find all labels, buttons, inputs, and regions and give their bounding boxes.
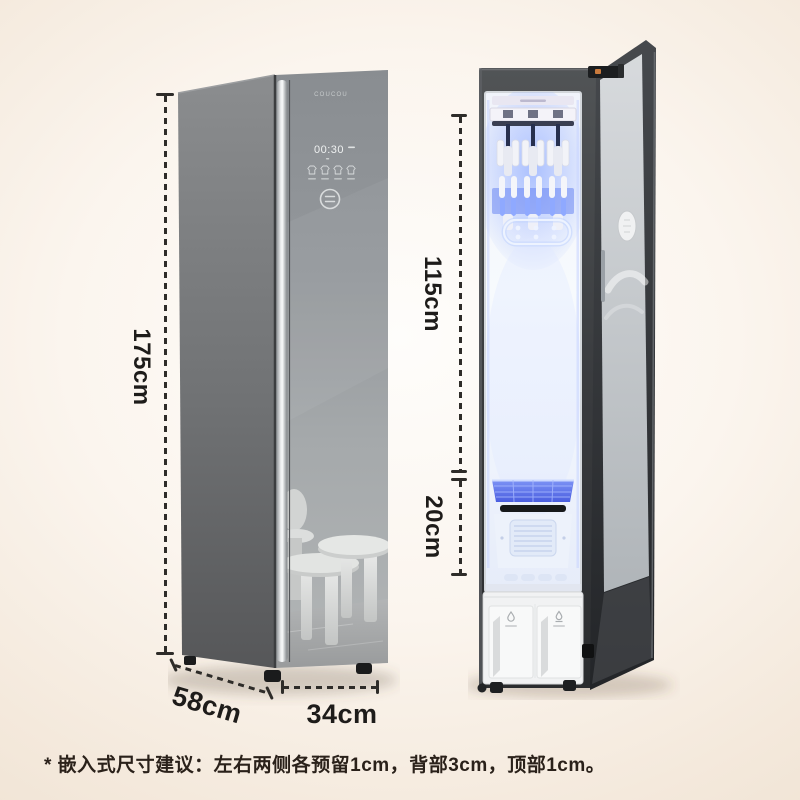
control-lights-panel — [501, 217, 573, 247]
cabinet-left-edge — [479, 68, 482, 688]
brand-logo: COUCOU — [314, 92, 348, 98]
door-reflection-wave — [604, 270, 649, 294]
inner-height-dim-cap-bottom — [451, 470, 467, 473]
tank-drawer-section — [482, 591, 584, 685]
fresh-mode-icon — [333, 165, 343, 175]
aroma-diffuser — [617, 210, 637, 242]
unit-feet — [477, 680, 576, 693]
door-lower-gloss — [592, 577, 652, 684]
steam-tray — [492, 479, 574, 503]
ambient-glow — [485, 238, 581, 518]
width-dim-tick-start — [281, 680, 284, 694]
door-bottom-latch — [582, 644, 594, 658]
left-unit-closed: COUCOU 00:30 — [168, 70, 398, 695]
right-unit-open — [468, 40, 673, 698]
inner-height-dim-line — [459, 117, 462, 471]
inner-height-dim-label: 115cm — [419, 256, 446, 332]
door-inner-panel — [600, 54, 649, 592]
door-hinge — [588, 64, 624, 78]
lower-dim-label: 20cm — [420, 495, 447, 559]
lower-dim-line — [459, 481, 462, 573]
water-drop-icon — [507, 610, 515, 622]
door-handle — [276, 80, 288, 662]
width-dim-tick-end — [376, 680, 379, 694]
led-strip-right — [576, 100, 579, 568]
water-tank-drawer — [488, 605, 534, 679]
display-dash — [348, 146, 355, 149]
tank-buttons — [504, 574, 567, 581]
steam-hanger-icon — [546, 110, 570, 230]
display-dot — [326, 158, 330, 160]
led-strip-left — [487, 100, 490, 568]
width-dim-line — [283, 686, 377, 689]
unit-feet — [184, 656, 372, 682]
lower-dim-cap-bottom — [451, 573, 467, 576]
inner-height-dim-cap-top — [451, 114, 467, 117]
steam-mode-icon — [307, 165, 317, 175]
height-dim-line — [164, 96, 167, 653]
embed-size-note: * 嵌入式尺寸建议：左右两侧各预留1cm，背部3cm，顶部1cm。 — [44, 755, 606, 776]
power-icon — [319, 188, 341, 210]
door-sheen — [275, 178, 388, 428]
open-door — [582, 40, 656, 690]
height-dim-cap-bottom — [156, 652, 174, 655]
interior-logo-text — [520, 99, 546, 102]
tray-slot — [500, 505, 566, 512]
door-display: COUCOU 00:30 — [307, 92, 356, 210]
interior-bottom-edge — [485, 584, 581, 592]
gentle-mode-icon — [346, 165, 356, 175]
display-time: 00:30 — [314, 144, 344, 156]
top-edge — [177, 74, 276, 94]
width-dim-label: 34cm — [306, 699, 378, 729]
height-dim-cap-top — [156, 93, 174, 96]
drain-tank-drawer — [536, 605, 582, 679]
hanger-rail-bar — [492, 121, 574, 126]
mode-labels — [308, 178, 355, 180]
door-edge-highlight — [651, 51, 656, 659]
drain-icon — [555, 610, 563, 623]
height-dim-label: 175cm — [128, 328, 155, 406]
lower-dim-cap-top — [451, 478, 467, 481]
dry-mode-icon — [320, 165, 330, 175]
door-handle-groove — [601, 250, 605, 302]
vent-grille — [500, 519, 566, 557]
side-panel — [178, 75, 275, 668]
